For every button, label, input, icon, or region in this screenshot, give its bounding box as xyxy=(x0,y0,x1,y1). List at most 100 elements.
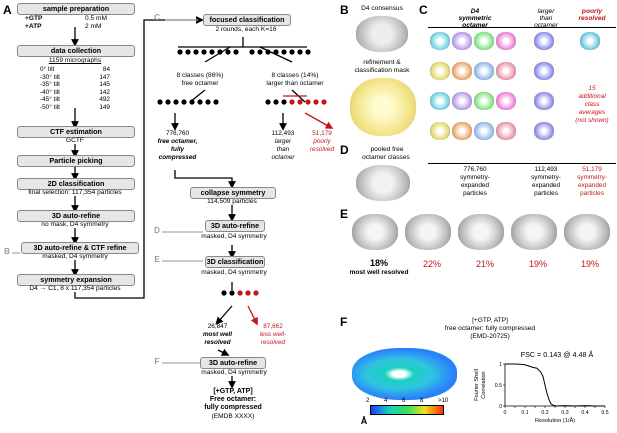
tilt-angle: -45° tilt xyxy=(40,96,60,104)
scale-tick: 6 xyxy=(402,398,406,404)
class-average-map xyxy=(474,62,494,80)
refine3-details: masked, D4 symmetry xyxy=(201,369,267,376)
class3d-map xyxy=(352,214,398,250)
tilt-row: -40° tilt 142 xyxy=(40,89,110,97)
footer1-count: 776,760 xyxy=(463,166,487,173)
class3d-map xyxy=(511,214,557,250)
class3d-map xyxy=(564,214,610,250)
note-averages: averages xyxy=(578,109,606,116)
pooled-map-image xyxy=(356,165,410,201)
left-branch-label: free octamer xyxy=(181,80,219,87)
well-resolved-l2: resolved xyxy=(204,339,231,346)
tilt-count: 149 xyxy=(99,104,110,111)
note-not-shown: (not shown) xyxy=(575,117,609,124)
class-average-map xyxy=(474,122,494,140)
col-header-larger: larger xyxy=(537,8,555,15)
col-header-octamer2: octamer xyxy=(534,22,558,29)
final-map-emdb: (EMDB XXXX) xyxy=(211,413,255,420)
larger-class-map xyxy=(534,92,554,110)
pct-3: 21% xyxy=(475,259,494,269)
well-resolved-count: 26,847 xyxy=(207,323,228,330)
panel-label-f: F xyxy=(340,315,348,329)
larger-count: 112,493 xyxy=(271,130,295,137)
refine-ctf-details: masked, D4 symmetry xyxy=(42,253,108,260)
footer3-l4: particles xyxy=(580,190,604,197)
panel-label-d: D xyxy=(340,143,349,157)
note-class: class xyxy=(584,101,600,108)
side-label-e: E xyxy=(154,255,160,264)
mask-label-l2: classification mask xyxy=(354,67,410,74)
less-resolved-l1: less well- xyxy=(259,331,287,338)
col-header-symmetric: symmetric xyxy=(458,15,492,22)
col-header-than: than xyxy=(539,15,553,22)
class-average-map xyxy=(430,32,450,50)
class2d-box: 2D classification xyxy=(17,178,135,190)
x-tick-label: 0.5 xyxy=(601,410,608,416)
final-map-l2: Free octamer: xyxy=(209,396,257,403)
poorly-l1: poorly xyxy=(313,138,331,145)
x-tick-label: 0 xyxy=(504,410,507,416)
class3d-maps-row xyxy=(352,214,614,254)
pct-5: 19% xyxy=(580,259,599,269)
pooled-label-l2: octamer classes xyxy=(362,154,410,161)
tilt-count: 142 xyxy=(99,88,110,96)
footer1-l2: symmetry- xyxy=(460,174,490,181)
tilt-count: 145 xyxy=(99,81,110,89)
footer1-l4: particles xyxy=(463,190,487,197)
refine2-details: masked, D4 symmetry xyxy=(201,233,267,240)
panel-label-c: C xyxy=(419,3,428,17)
refine1-box: 3D auto-refine xyxy=(17,210,135,222)
x-tick-label: 0.3 xyxy=(561,410,568,416)
tilt-angle: -40° tilt xyxy=(40,88,60,96)
map-title-l1: [+GTP, ATP] xyxy=(472,317,508,324)
fsc-threshold-label: FSC = 0.143 @ 4.48 Å xyxy=(520,350,594,359)
pct-4: 19% xyxy=(528,259,547,269)
footer3-count: 51,179 xyxy=(582,166,602,173)
side-label-d: D xyxy=(154,226,160,235)
tilt-count: 492 xyxy=(99,96,110,104)
class-average-map xyxy=(474,92,494,110)
refine3-box: 3D auto-refine xyxy=(200,357,266,369)
mask-map-image xyxy=(350,78,416,136)
class-average-map xyxy=(496,92,516,110)
y-tick-label: 1 xyxy=(499,362,502,368)
symmetry-expansion-details: D4 → C1, 8 x 117,354 particles xyxy=(29,285,121,292)
atp-concentration: 2 mM xyxy=(85,23,102,30)
larger-l1: larger xyxy=(274,138,292,145)
poorly-l2: resolved xyxy=(309,146,335,153)
footer1-l3: expanded xyxy=(460,182,490,189)
panel-label-a: A xyxy=(3,3,12,17)
footer2-l4: particles xyxy=(534,190,558,197)
tilt-angle: -30° tilt xyxy=(40,73,60,81)
refine1-details: no mask, D4 symmetry xyxy=(41,221,109,228)
class-average-map xyxy=(452,92,472,110)
side-label-b: B xyxy=(4,247,10,256)
data-collection-box: data collection xyxy=(17,45,135,57)
footer2-l3: expanded xyxy=(531,182,561,189)
class-average-map xyxy=(496,62,516,80)
scale-tick: 2 xyxy=(366,398,370,404)
class3d-map xyxy=(405,214,451,250)
side-label-f: F xyxy=(154,357,160,366)
col-header-octamer: octamer xyxy=(462,22,488,29)
footer2-l2: symmetry- xyxy=(531,174,561,181)
tilt-row: -45° tilt 492 xyxy=(40,96,110,104)
footer3-l3: expanded xyxy=(577,182,607,189)
y-axis-label-l2: Correlation xyxy=(481,371,487,398)
scale-tick: 4 xyxy=(384,398,388,404)
map-title-l3: (EMD-20725) xyxy=(470,333,510,340)
class-average-map xyxy=(430,62,450,80)
focused-classification-box: focused classification xyxy=(203,14,291,26)
tilt-angle: -35° tilt xyxy=(40,81,60,89)
class-average-map xyxy=(452,122,472,140)
col-header-resolved: resolved xyxy=(578,15,606,22)
scale-unit: Å xyxy=(360,416,368,426)
free-octamer-l2: fully xyxy=(170,146,185,153)
particle-picking-box: Particle picking xyxy=(17,155,135,167)
refine2-box: 3D auto-refine xyxy=(205,220,265,232)
less-resolved-l2: resolved xyxy=(260,339,286,346)
